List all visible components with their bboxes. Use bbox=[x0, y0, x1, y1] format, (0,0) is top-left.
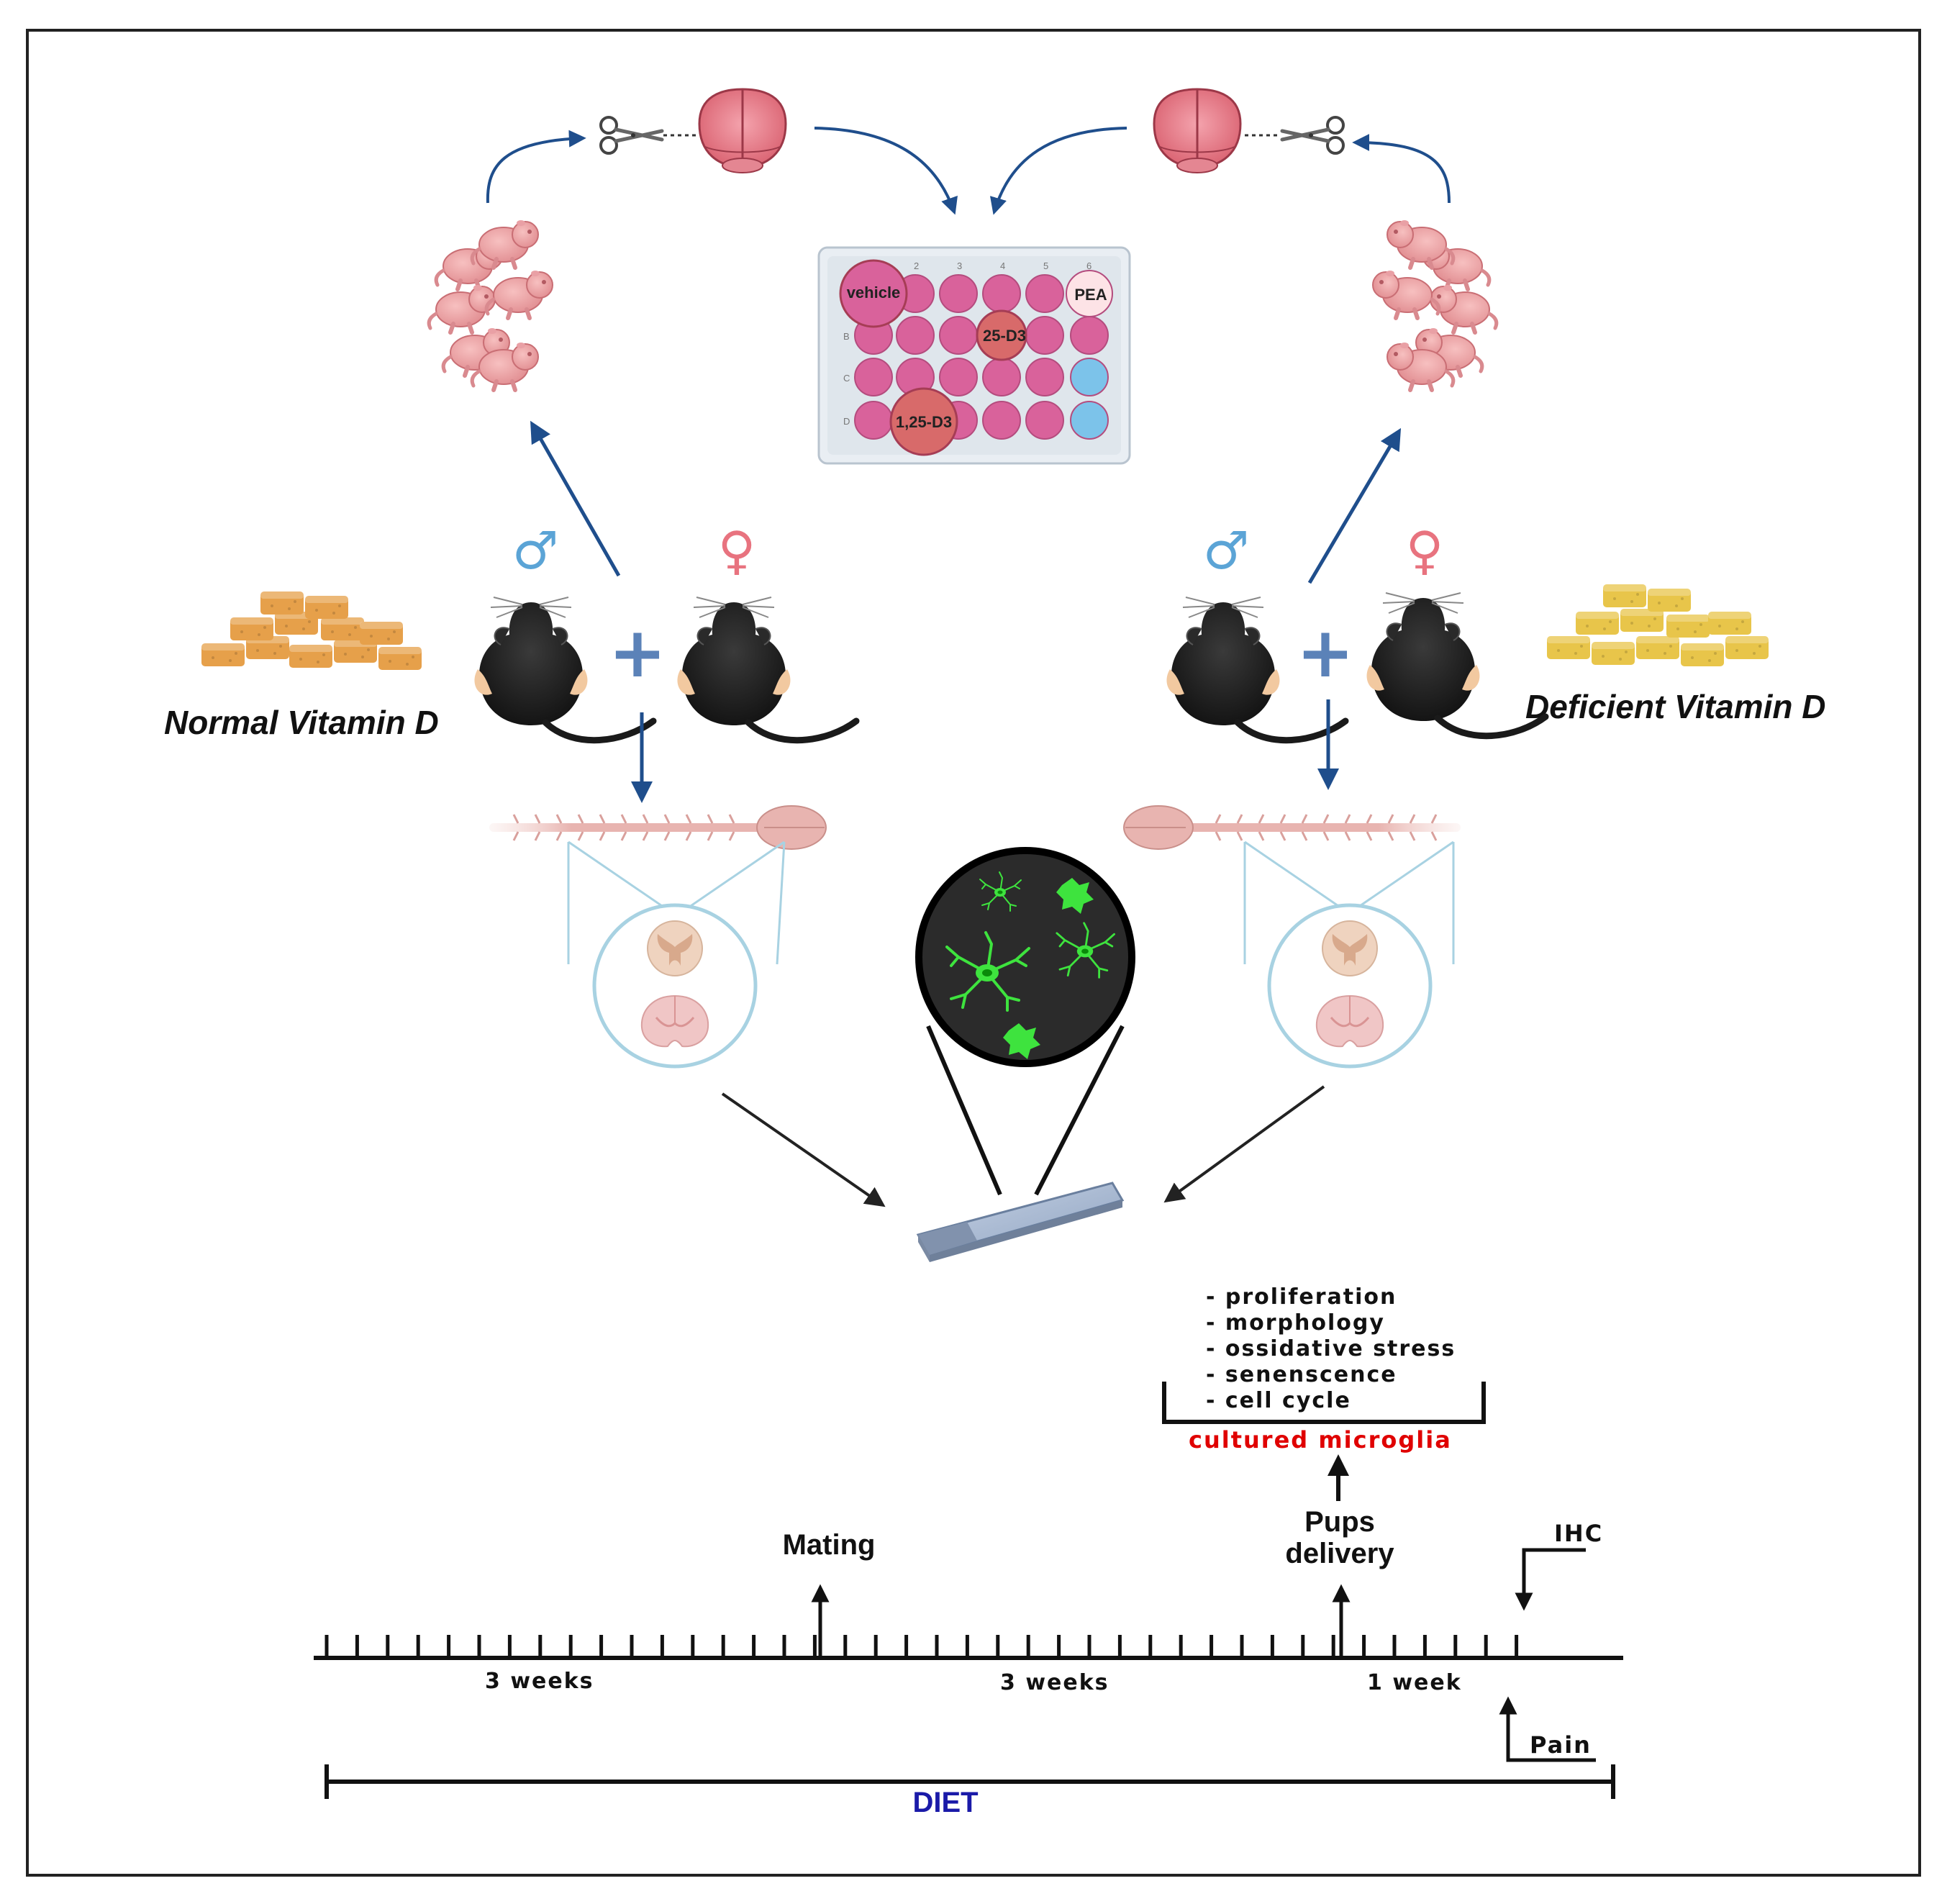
plate-well bbox=[854, 401, 893, 440]
plate-well bbox=[854, 358, 893, 396]
arrow-breeders-to-pups bbox=[1307, 427, 1402, 584]
plate-well-treatment bbox=[839, 259, 908, 328]
mouse-icon bbox=[1367, 593, 1546, 736]
chow-pellets-icon bbox=[1547, 584, 1769, 666]
spinal-cord-brain-icon bbox=[1122, 804, 1462, 851]
period-label: 3 weeks bbox=[485, 1669, 594, 1694]
plate-row-index: B bbox=[843, 331, 850, 342]
plate-col-index: 2 bbox=[914, 260, 919, 271]
arrow-pups-to-dissection bbox=[486, 130, 586, 204]
plate-well bbox=[1025, 358, 1064, 396]
scissors-icon bbox=[1282, 117, 1343, 153]
diet-label: DIET bbox=[912, 1787, 978, 1818]
cultured-microglia-label: cultured microglia bbox=[1189, 1426, 1452, 1454]
plate-row-index: D bbox=[843, 416, 850, 427]
arrow-tissue-to-slide bbox=[1163, 1085, 1325, 1203]
arrow-brain-to-plate bbox=[814, 127, 958, 215]
outcomes-list: - proliferation - morphology - ossidativ… bbox=[1206, 1284, 1456, 1413]
scissors-icon bbox=[601, 117, 662, 153]
plate-well bbox=[1025, 401, 1064, 440]
pup-cluster-icon bbox=[429, 220, 553, 390]
well-label-pea: PEA bbox=[1074, 286, 1107, 304]
arrow-tissue-to-slide bbox=[721, 1092, 886, 1207]
plate-well-treatment bbox=[889, 387, 958, 456]
figure-frame bbox=[26, 29, 1921, 1877]
mouse-brain-icon bbox=[1153, 88, 1242, 174]
microglia-cell-icon bbox=[1056, 878, 1094, 914]
plate-well bbox=[1070, 316, 1109, 355]
tissue-section-icon bbox=[1243, 840, 1455, 1069]
plate-well-treatment bbox=[976, 309, 1027, 361]
plus-sign: + bbox=[609, 612, 666, 693]
plate-well bbox=[939, 316, 978, 355]
male-symbol: ♂ bbox=[512, 520, 559, 581]
plate-well bbox=[982, 401, 1021, 440]
timeline: Mating Pups delivery IHC Pain 3 weeks 3 … bbox=[314, 1506, 1623, 1818]
pup-cluster-icon bbox=[1373, 220, 1497, 390]
plate-col-index: 3 bbox=[957, 260, 962, 271]
outcome-item: - cell cycle bbox=[1206, 1388, 1351, 1413]
plate-well bbox=[1070, 401, 1109, 440]
plate-well bbox=[896, 316, 935, 355]
plate-well bbox=[1070, 358, 1109, 396]
arrow-pups-to-dissection bbox=[1352, 134, 1451, 204]
outcome-item: - proliferation bbox=[1206, 1284, 1397, 1310]
mating-label: Mating bbox=[783, 1529, 876, 1561]
outcome-item: - ossidative stress bbox=[1206, 1336, 1456, 1361]
chow-pellets-icon bbox=[201, 591, 422, 670]
well-label-125d3: 1,25-D3 bbox=[896, 413, 952, 431]
diet-label-normal: Normal Vitamin D bbox=[164, 704, 439, 741]
mouse-icon bbox=[678, 597, 856, 740]
timeline-ticks bbox=[324, 1635, 1519, 1658]
plate-well bbox=[939, 358, 978, 396]
plate-well bbox=[1025, 274, 1064, 313]
pups-delivery-label: Pups bbox=[1304, 1506, 1375, 1538]
glass-slide-icon bbox=[916, 1182, 1125, 1262]
diet-label-deficient: Deficient Vitamin D bbox=[1525, 688, 1825, 725]
plate-well bbox=[982, 274, 1021, 313]
outcomes-bracket bbox=[1162, 1382, 1486, 1424]
plate-well bbox=[1025, 316, 1064, 355]
microscope-field-icon bbox=[915, 847, 1135, 1196]
pups-delivery-label: delivery bbox=[1285, 1538, 1394, 1569]
plate-row-index: C bbox=[843, 373, 850, 384]
ihc-label: IHC bbox=[1554, 1520, 1603, 1547]
plate-col-index: 6 bbox=[1086, 260, 1092, 271]
outcome-item: - senenscence bbox=[1206, 1362, 1397, 1387]
plate-col-index: 4 bbox=[1000, 260, 1005, 271]
spinal-cord-brain-icon bbox=[488, 804, 827, 851]
arrow-brain-to-plate bbox=[989, 127, 1127, 215]
plate-col-index: 5 bbox=[1043, 260, 1048, 271]
culture-plate-icon: 2 3 4 5 6 B C D vehicle PEA 25-D3 1,25-D… bbox=[817, 246, 1131, 465]
outcome-item: - morphology bbox=[1206, 1310, 1385, 1336]
female-symbol: ♀ bbox=[1406, 520, 1444, 581]
pain-arrow bbox=[1499, 1696, 1596, 1762]
period-label: 1 week bbox=[1367, 1670, 1462, 1695]
ihc-arrow bbox=[1515, 1548, 1586, 1611]
male-symbol: ♂ bbox=[1203, 520, 1250, 581]
plate-well bbox=[939, 274, 978, 313]
period-label: 3 weeks bbox=[1000, 1670, 1109, 1695]
well-label-25d3: 25-D3 bbox=[983, 327, 1026, 345]
plus-sign: + bbox=[1297, 612, 1354, 693]
arrow-breeders-to-pups bbox=[530, 420, 621, 577]
pain-label: Pain bbox=[1530, 1731, 1592, 1759]
female-symbol: ♀ bbox=[718, 520, 756, 581]
tissue-section-icon bbox=[567, 840, 786, 1069]
microglia-cell-icon bbox=[1003, 1023, 1040, 1059]
mouse-brain-icon bbox=[698, 88, 787, 174]
well-label-vehicle: vehicle bbox=[847, 284, 901, 302]
plate-well bbox=[982, 358, 1021, 396]
